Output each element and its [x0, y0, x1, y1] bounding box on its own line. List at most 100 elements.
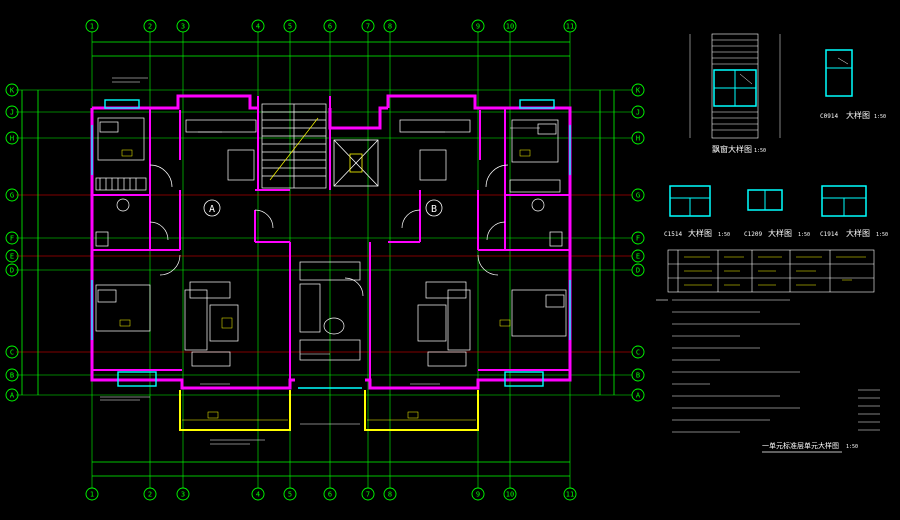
grid-bubble-left-C: C — [5, 345, 19, 359]
c0914-scale: 1:50 — [874, 114, 886, 120]
grid-bubble-right-C-label: C — [636, 349, 640, 357]
stair — [261, 103, 327, 189]
grid-bubble-top-11: 11 — [563, 19, 577, 33]
interior-walls — [92, 96, 570, 388]
grid-bubble-right-J: J — [631, 105, 645, 119]
grid-bubble-top-6: 6 — [323, 19, 337, 33]
grid-bubble-right-G: G — [631, 188, 645, 202]
c1514-detail: C1514 大样图 1:50 — [664, 185, 730, 238]
grid-bubble-bottom-1: 1 — [85, 487, 99, 501]
grid-bubble-top-10: 10 — [503, 19, 517, 33]
grid-bubble-bottom-10-label: 10 — [506, 491, 514, 499]
unit-a-label: A — [209, 204, 215, 215]
grid-bubble-top-4: 4 — [251, 19, 265, 33]
grid-bubble-left-B: B — [5, 368, 19, 382]
grid-bubble-right-F-label: F — [636, 235, 640, 243]
grid-bubble-top-7-label: 7 — [366, 23, 370, 31]
grid-bubble-top-3: 3 — [176, 19, 190, 33]
grid-bubble-bottom-2-label: 2 — [148, 491, 152, 499]
c1209-code: C1209 — [744, 231, 762, 238]
grid-bubble-left-C-label: C — [10, 349, 14, 357]
c1514-code: C1514 — [664, 231, 682, 238]
grid-bubble-bottom-4-label: 4 — [256, 491, 260, 499]
grid-bubble-top-1-label: 1 — [90, 23, 94, 31]
grid-bubble-bottom-8: 8 — [383, 487, 397, 501]
grid-bubble-bottom-6-label: 6 — [328, 491, 332, 499]
grid-bubble-left-A: A — [5, 388, 19, 402]
grid-bubble-top-5: 5 — [283, 19, 297, 33]
grid-bubble-top-4-label: 4 — [256, 23, 260, 31]
unit-b-marker: B — [425, 199, 443, 217]
grid-bubble-left-D: D — [5, 263, 19, 277]
grid-bubble-top-2: 2 — [143, 19, 157, 33]
grid-bubble-left-J: J — [5, 105, 19, 119]
grid-bubble-bottom-5: 5 — [283, 487, 297, 501]
grid-bubble-left-E: E — [5, 249, 19, 263]
unit-b-label: B — [431, 204, 437, 215]
bay-window-title: 飘窗大样图 — [712, 144, 752, 154]
grid-bubble-bottom-6: 6 — [323, 487, 337, 501]
c1514-title: 大样图 — [688, 228, 712, 238]
c1209-title: 大样图 — [768, 228, 792, 238]
grid-bubble-bottom-2: 2 — [143, 487, 157, 501]
unit-a-marker: A — [203, 199, 221, 217]
grid-bubble-top-10-label: 10 — [506, 23, 514, 31]
grid-bubble-left-H-label: H — [10, 135, 14, 143]
grid-bubble-left-H: H — [5, 131, 19, 145]
grid-bubble-right-E-label: E — [636, 253, 640, 261]
furniture — [95, 117, 567, 367]
grid-bubble-top-3-label: 3 — [181, 23, 185, 31]
schedule-table — [667, 249, 875, 293]
plan-title: 一单元标准层单元大样图 — [762, 441, 839, 450]
grid-bubble-left-E-label: E — [10, 253, 14, 261]
grid-bubble-top-2-label: 2 — [148, 23, 152, 31]
grid-bubble-bottom-11-label: 11 — [566, 491, 574, 499]
grid-bubble-right-K-label: K — [636, 87, 641, 95]
c0914-detail: C0914 大样图 1:50 — [820, 49, 886, 120]
grid-bubble-top-11-label: 11 — [566, 23, 574, 31]
annotation-marks — [100, 77, 540, 445]
elevator — [333, 139, 379, 187]
grid-bubble-top-6-label: 6 — [328, 23, 332, 31]
grid-bubble-bottom-9: 9 — [471, 487, 485, 501]
grid-bubble-top-9: 9 — [471, 19, 485, 33]
design-notes — [656, 299, 880, 433]
grid-bubble-bottom-4: 4 — [251, 487, 265, 501]
grid-bubble-right-K: K — [631, 83, 645, 97]
grid-bubble-bottom-5-label: 5 — [288, 491, 292, 499]
grid-bubble-bottom-9-label: 9 — [476, 491, 480, 499]
grid-bubble-right-G-label: G — [636, 192, 640, 200]
floor-plan: A B — [90, 77, 572, 445]
grid-bubble-right-H: H — [631, 131, 645, 145]
bay-window-scale: 1:50 — [754, 148, 766, 154]
doors — [149, 164, 509, 297]
grid-bubble-right-J-label: J — [636, 109, 640, 117]
c1209-detail: C1209 大样图 1:50 — [744, 189, 810, 238]
grid-bubble-bottom-11: 11 — [563, 487, 577, 501]
grid-bubble-left-F: F — [5, 231, 19, 245]
grid-bubble-right-F: F — [631, 231, 645, 245]
grid-bubble-left-D-label: D — [10, 267, 14, 275]
grid-bubble-bottom-7-label: 7 — [366, 491, 370, 499]
plan-scale: 1:50 — [846, 444, 858, 450]
c1209-scale: 1:50 — [798, 232, 810, 238]
grid-bubble-right-D: D — [631, 263, 645, 277]
grid-bubble-top-9-label: 9 — [476, 23, 480, 31]
c0914-title: 大样图 — [846, 110, 870, 120]
plan-title-block: 一单元标准层单元大样图 1:50 — [762, 441, 858, 453]
grid-bubble-bottom-3-label: 3 — [181, 491, 185, 499]
grid-bubble-left-G-label: G — [10, 192, 14, 200]
grid-bubble-top-1: 1 — [85, 19, 99, 33]
c0914-code: C0914 — [820, 113, 838, 120]
windows — [91, 99, 571, 389]
grid-bubble-right-D-label: D — [636, 267, 640, 275]
grid-bubble-bottom-7: 7 — [361, 487, 375, 501]
c1514-scale: 1:50 — [718, 232, 730, 238]
grid-bubble-bottom-8-label: 8 — [388, 491, 392, 499]
grid-bubble-right-B-label: B — [636, 372, 640, 380]
dimension-lines — [21, 41, 615, 477]
grid-bubble-right-C: C — [631, 345, 645, 359]
grid-bubble-left-K: K — [5, 83, 19, 97]
grid-bubble-left-K-label: K — [10, 87, 15, 95]
